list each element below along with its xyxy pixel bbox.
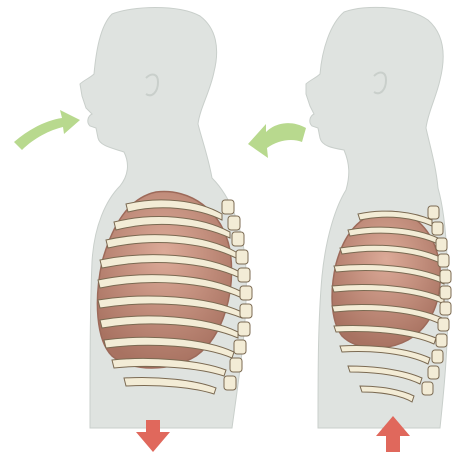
arrow-left-icon: [248, 123, 306, 158]
panel-inhalation: [14, 8, 252, 453]
arrow-right-icon: [14, 110, 80, 150]
panel-exhalation: [248, 7, 451, 452]
